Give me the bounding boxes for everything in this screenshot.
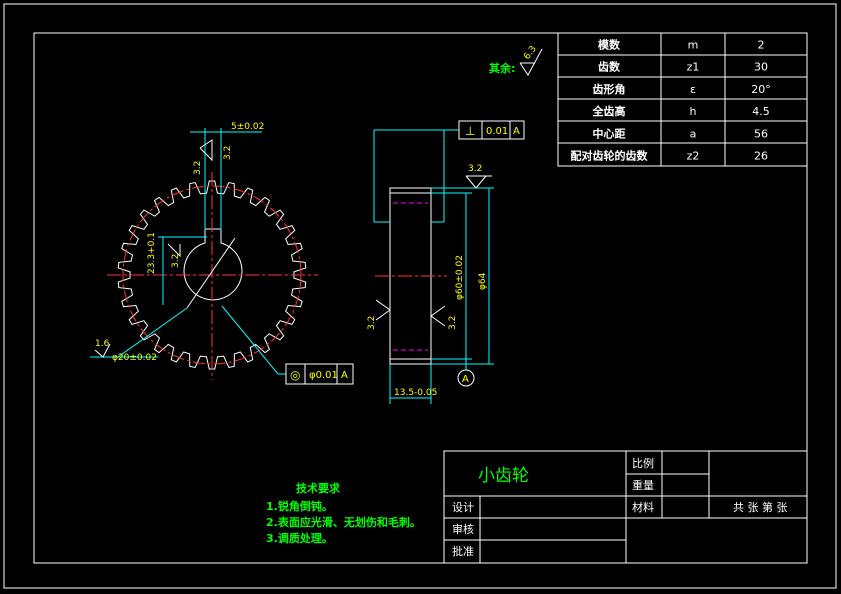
- datum-circle-label: A: [462, 374, 469, 385]
- tech-item-3: 3.调质处理。: [266, 531, 333, 545]
- check-label: 审核: [452, 522, 474, 536]
- bore-diameter-dim: φ20±0.02: [112, 353, 157, 363]
- bore-roughness-16: 1.6: [95, 339, 110, 349]
- param-name: 中心距: [593, 126, 626, 140]
- runout-frame: [285, 363, 354, 385]
- perpendicularity-datum: A: [513, 126, 520, 137]
- tech-title: 技术要求: [296, 481, 341, 495]
- gear-side-view: ⊥ 0.01 A 3.2 3.2 3.2 φ60±0.02 φ64 A 13.5…: [367, 120, 525, 404]
- part-name: 小齿轮: [478, 466, 529, 486]
- param-symbol: h: [690, 105, 697, 118]
- tech-requirements: 技术要求 1.锐角倒钝。 2.表面应光滑、无划伤和毛刺。 3.调质处理。: [266, 481, 421, 545]
- keyway-roughness-a: 3.2: [193, 161, 203, 175]
- bore-roughness: 3.2: [171, 254, 181, 268]
- side-roughness-left: 3.2: [367, 316, 377, 330]
- width-dim: 13.5-0.05: [394, 388, 437, 398]
- approve-label: 批准: [452, 544, 474, 558]
- roughness-rest-note: 其余: 6.3: [489, 44, 543, 76]
- title-block: [443, 450, 808, 564]
- sheets-label: 共 张 第 张: [733, 500, 788, 514]
- param-name: 齿形角: [593, 82, 626, 96]
- side-roughness-top: 3.2: [468, 164, 482, 174]
- pitch-circle: [122, 185, 302, 365]
- param-value: 30: [754, 61, 768, 74]
- param-value: 26: [754, 150, 768, 163]
- side-roughness-right: 3.2: [448, 316, 458, 330]
- param-symbol: ɛ: [690, 83, 696, 96]
- param-name: 全齿高: [592, 104, 626, 118]
- material-label: 材料: [632, 500, 654, 514]
- param-name: 配对齿轮的齿数: [571, 149, 649, 163]
- param-value: 20°: [751, 83, 771, 96]
- tech-item-2: 2.表面应光滑、无划伤和毛刺。: [266, 515, 421, 529]
- param-value: 56: [754, 127, 768, 140]
- perpendicularity-symbol: ⊥: [465, 124, 475, 138]
- gear-front-view: 5±0.02 23.3+0.1 3.2 3.2 3.2 1.6 φ20±0.02…: [90, 122, 354, 385]
- param-value: 2: [758, 39, 765, 52]
- perpendicularity-tolerance: 0.01: [486, 126, 508, 137]
- diameter-64-dim: φ64: [478, 272, 488, 290]
- param-value: 4.5: [752, 105, 770, 118]
- keyway-roughness-b: 3.2: [223, 146, 233, 160]
- param-symbol: a: [690, 127, 697, 140]
- param-symbol: z1: [687, 61, 700, 74]
- weight-label: 重量: [632, 478, 654, 492]
- runout-datum: A: [341, 370, 348, 381]
- design-label: 设计: [452, 501, 474, 514]
- datum-circle: [457, 369, 475, 387]
- parameter-table: [557, 32, 808, 167]
- param-symbol: z2: [687, 150, 700, 163]
- roughness-rest-label: 其余:: [489, 61, 515, 75]
- runout-symbol: ◎: [290, 368, 300, 382]
- parameter-rows: 模数 m 2 齿数 z1 30 齿形角 ɛ 20° 全齿高 h 4.5 中心距 a 56 配对齿轮的齿数 z2 2…: [571, 38, 771, 163]
- bore-with-keyway: [183, 228, 243, 301]
- scale-label: 比例: [632, 456, 654, 470]
- keyway-width-dim: 5±0.02: [231, 122, 264, 132]
- param-symbol: m: [688, 39, 699, 52]
- inner-border: [33, 32, 808, 564]
- tech-item-1: 1.锐角倒钝。: [266, 499, 333, 513]
- param-name: 齿数: [598, 60, 621, 74]
- runout-tolerance: φ0.01: [309, 370, 338, 381]
- outer-border: [3, 3, 837, 589]
- param-name: 模数: [598, 38, 621, 52]
- perpendicularity-frame: [458, 120, 525, 140]
- keyway-depth-dim: 23.3+0.1: [147, 232, 157, 274]
- diameter-60-dim: φ60±0.02: [455, 255, 465, 300]
